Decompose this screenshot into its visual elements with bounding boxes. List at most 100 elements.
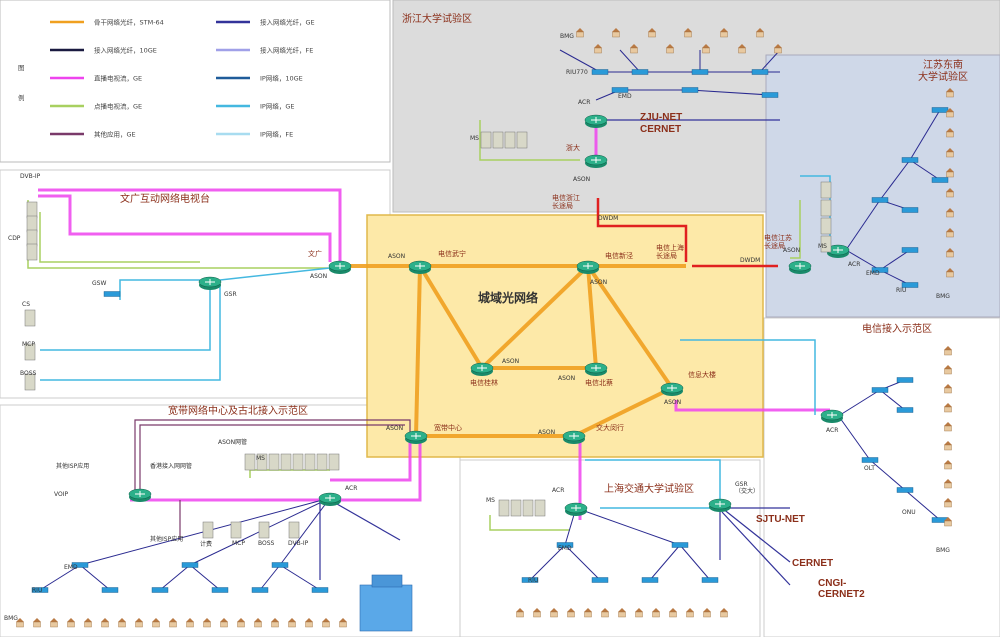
ason-label-8: ASON xyxy=(538,429,555,436)
house-icon xyxy=(16,618,24,628)
switch-icon xyxy=(251,587,269,593)
switch-icon xyxy=(103,291,121,297)
router-icon xyxy=(404,430,428,444)
house-icon xyxy=(684,28,692,38)
legend-title-char: 例 xyxy=(18,93,25,102)
house-icon xyxy=(666,44,674,54)
switch-icon xyxy=(751,69,769,75)
switch-icon xyxy=(861,457,879,463)
ason-label-4: ASON xyxy=(502,358,519,365)
house-icon xyxy=(946,128,954,138)
core-backbone-links xyxy=(340,264,686,438)
mcp-label-bb: MCP xyxy=(232,540,245,547)
voip-label: VOIP xyxy=(54,491,68,498)
house-icon xyxy=(720,608,728,618)
legend-box xyxy=(0,0,391,163)
server-icon xyxy=(258,521,270,539)
switch-icon xyxy=(931,107,949,113)
server-icon xyxy=(510,499,522,517)
house-icon xyxy=(946,248,954,258)
legend-item-label: IP网络，10GE xyxy=(260,74,303,83)
house-icon xyxy=(648,28,656,38)
router-icon xyxy=(584,362,608,376)
router-icon xyxy=(408,260,432,274)
house-icon xyxy=(635,608,643,618)
sjtu-region-bg xyxy=(459,459,761,637)
server-icon xyxy=(256,453,268,471)
ms-label-zju: MS xyxy=(470,135,479,142)
boss-label: BOSS xyxy=(20,370,37,377)
house-icon xyxy=(946,268,954,278)
riu-label-sjtu: RIU xyxy=(528,577,538,584)
cernet-top-label: CERNET xyxy=(640,124,681,135)
house-icon xyxy=(135,618,143,628)
switch-icon xyxy=(896,407,914,413)
jiangsu-region-title: 江苏东南大学试验区 xyxy=(918,58,968,83)
other-isp-label-1: 其他ISP应用 xyxy=(56,462,89,470)
legend-item-label: 其他应用，GE xyxy=(94,130,136,139)
sjtu-region-title: 上海交通大学试验区 xyxy=(604,482,694,495)
node-telecom-js-long: 电信江苏长途局 xyxy=(764,233,792,250)
bmg-label-bb: BMG xyxy=(4,615,18,622)
server-icon xyxy=(202,521,214,539)
cngi-label: CNGI-CERNET2 xyxy=(818,578,865,600)
emd-label-js: EMD xyxy=(866,270,880,277)
telecom-region-bg xyxy=(763,317,1000,637)
router-icon xyxy=(128,488,152,502)
server-icon xyxy=(26,215,38,233)
switch-icon xyxy=(631,69,649,75)
house-icon xyxy=(944,384,952,394)
xiangtong-label: 香港接入网网管 xyxy=(150,462,192,470)
bill-label: 计费 xyxy=(200,540,212,548)
switch-icon xyxy=(591,69,609,75)
house-icon xyxy=(33,618,41,628)
house-icon xyxy=(584,608,592,618)
house-icon xyxy=(756,28,764,38)
house-icon xyxy=(946,148,954,158)
house-icon xyxy=(944,517,952,527)
house-icon xyxy=(944,441,952,451)
switch-icon xyxy=(556,542,574,548)
switch-icon xyxy=(901,282,919,288)
switch-icon xyxy=(181,562,199,568)
riu770-label: RIU770 xyxy=(566,69,588,76)
house-icon xyxy=(946,188,954,198)
switch-icon xyxy=(896,377,914,383)
server-icon xyxy=(820,235,832,253)
core-network-box xyxy=(366,214,764,458)
router-icon xyxy=(576,260,600,274)
switch-icon xyxy=(151,587,169,593)
house-icon xyxy=(944,479,952,489)
switch-icon xyxy=(701,577,719,583)
house-icon xyxy=(576,28,584,38)
cernet-label: CERNET xyxy=(792,558,833,569)
house-icon xyxy=(946,168,954,178)
switch-icon xyxy=(211,587,229,593)
emd-label-zju: EMD xyxy=(618,93,632,100)
house-icon xyxy=(339,618,347,628)
olt-label: OLT xyxy=(864,465,875,472)
acr-label-tel: ACR xyxy=(826,427,838,434)
house-icon xyxy=(944,365,952,375)
switch-icon xyxy=(271,562,289,568)
house-icon xyxy=(652,608,660,618)
server-icon xyxy=(504,131,516,149)
server-icon xyxy=(24,373,36,391)
ason-label-1: ASON xyxy=(388,253,405,260)
house-icon xyxy=(944,346,952,356)
switch-icon xyxy=(901,207,919,213)
house-icon xyxy=(288,618,296,628)
server-icon xyxy=(26,201,38,219)
house-icon xyxy=(946,108,954,118)
router-icon xyxy=(562,430,586,444)
house-icon xyxy=(50,618,58,628)
server-icon xyxy=(480,131,492,149)
telecom-region-title: 电信接入示范区 xyxy=(862,322,932,335)
node-wenguang: 文广 xyxy=(308,249,322,258)
cdp-label: CDP xyxy=(8,235,21,242)
house-icon xyxy=(702,44,710,54)
house-icon xyxy=(186,618,194,628)
house-icon xyxy=(944,498,952,508)
house-icon xyxy=(944,422,952,432)
ason-mgmt-label: ASON网管 xyxy=(218,438,247,446)
